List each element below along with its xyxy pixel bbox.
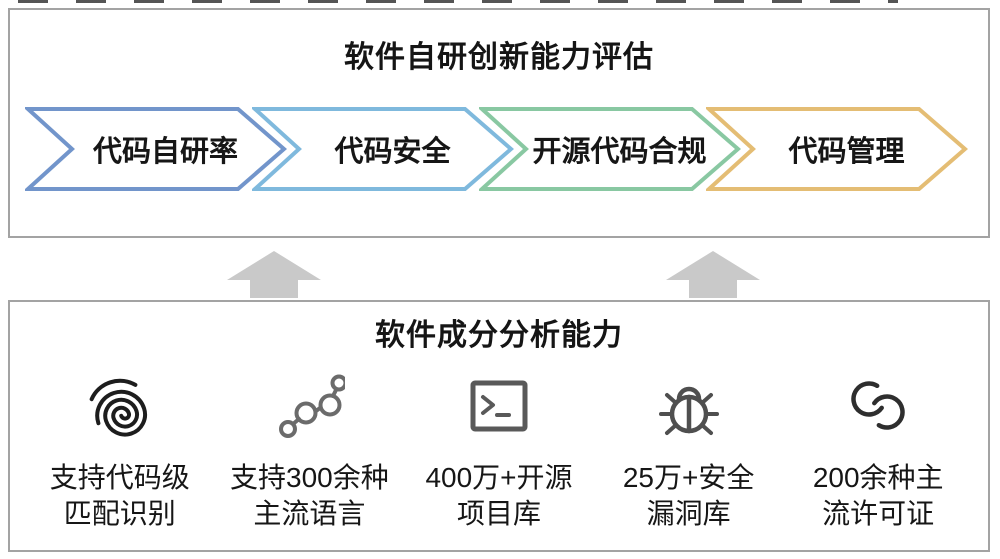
stage-label: 代码安全: [334, 136, 451, 168]
capability-vulnerability-db: 25万+安全 漏洞库: [594, 372, 784, 532]
capability-label: 400万+开源 项目库: [425, 462, 573, 529]
stage-code-management: 代码管理: [706, 106, 968, 192]
molecule-icon: [279, 374, 346, 438]
chevron-shape: [25, 107, 287, 191]
up-arrow-icon: [666, 251, 760, 298]
sca-panel-title: 软件成分分析能力: [375, 319, 623, 352]
fingerprint-icon: [89, 378, 147, 437]
license-icon: [851, 381, 905, 430]
chevron-shape: [252, 107, 514, 191]
capability-label: 200余种主 流许可证: [812, 462, 944, 529]
stage-open-source-compliance: 开源代码合规: [479, 106, 741, 192]
sca-panel: 软件成分分析能力 支持代码级 匹配识别: [8, 300, 990, 552]
capability-label: 25万+安全 漏洞库: [622, 462, 755, 529]
chevron-shape: [479, 107, 741, 191]
capability-licenses: 200余种主 流许可证: [783, 372, 973, 532]
capability-open-source-projects: 400万+开源 项目库: [404, 372, 594, 532]
capability-row: 支持代码级 匹配识别 支持300: [25, 372, 973, 532]
capability-label: 支持300余种 主流语言: [230, 462, 389, 529]
capability-code-level-match: 支持代码级 匹配识别: [25, 372, 215, 532]
stage-label: 代码自研率: [92, 136, 238, 168]
up-arrow-icon: [227, 251, 321, 298]
assessment-panel-title: 软件自研创新能力评估: [344, 41, 654, 74]
capability-label: 支持代码级 匹配识别: [49, 462, 190, 529]
chevron-shape: [706, 107, 968, 191]
bug-icon: [658, 386, 719, 435]
cropped-text-artifact: [18, 0, 898, 3]
assessment-panel: 软件自研创新能力评估 代码自研率 代码安全 开源代码合规 代码管理: [8, 8, 990, 238]
stage-code-self-research-rate: 代码自研率: [25, 106, 287, 192]
stage-code-security: 代码安全: [252, 106, 514, 192]
stage-label: 代码管理: [788, 136, 905, 168]
terminal-icon: [470, 380, 528, 432]
stage-label: 开源代码合规: [532, 136, 707, 168]
capability-languages: 支持300余种 主流语言: [215, 372, 405, 532]
